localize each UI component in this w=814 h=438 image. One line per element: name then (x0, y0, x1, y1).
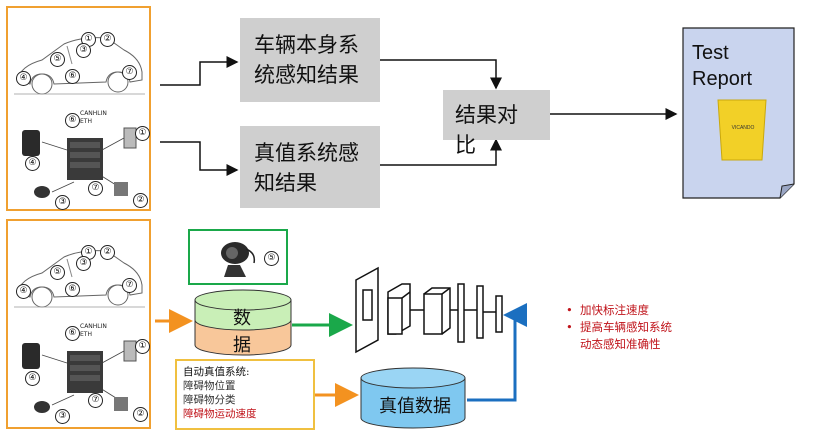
sensor-num-2c: ② (100, 245, 115, 260)
sensor-num-5c: ⑤ (50, 265, 65, 280)
system-title: 自动真值系统: (183, 366, 250, 378)
sensor-num-7c: ⑦ (122, 278, 137, 293)
canhlin-label-b: CANHLIN (80, 323, 107, 330)
report-title: Test Report (692, 42, 753, 90)
sensor-num-1d: ① (135, 339, 150, 354)
sensor-num-6: ⑥ (65, 69, 80, 84)
camera-badge: ⑤ (264, 251, 279, 266)
system-item-class: 障碍物分类 (183, 394, 236, 406)
sensor-panel-bottom: ① ② ③ ⑤ ⑥ ⑦ ④ ⑥ CANHLIN ETH ① ④ ⑦ ③ ② (6, 219, 151, 429)
eth-label: ETH (80, 118, 92, 125)
arrow-to-perception (160, 56, 239, 86)
sensor-num-6b: ⑥ (65, 113, 80, 128)
sensor-num-3b: ③ (55, 195, 70, 210)
arrow-perception-compare (380, 59, 502, 90)
truth-data-cylinder (360, 367, 466, 429)
data-cylinder (194, 289, 292, 356)
data-char-1: 数 (233, 308, 251, 329)
sensor-num-6d: ⑥ (65, 326, 80, 341)
benefit-list: 加快标注速度 提高车辆感知系统动态感知准确性 (562, 302, 682, 353)
sensor-num-2b: ② (133, 193, 148, 208)
sensor-num-4: ④ (16, 71, 31, 86)
canhlin-label: CANHLIN (80, 110, 107, 117)
arrow-truthdata-network (467, 303, 527, 402)
sensor-num-7: ⑦ (122, 65, 137, 80)
sensor-num-7b: ⑦ (88, 181, 103, 196)
report-brand: VICANDO (731, 125, 755, 131)
truth-result-box: 真值系统感知结果 (240, 126, 380, 208)
perception-result-box: 车辆本身系统感知结果 (240, 18, 380, 102)
sensor-panel-top: ① ② ③ ⑤ ⑥ ⑦ ④ ⑥ CANHLIN ETH ① ④ ⑦ ③ ② (6, 6, 151, 211)
auto-truth-system-box: 自动真值系统: 障碍物位置 障碍物分类 障碍物运动速度 (175, 359, 315, 430)
eth-label-b: ETH (80, 331, 92, 338)
benefit-item: 提高车辆感知系统动态感知准确性 (562, 319, 682, 353)
sensor-num-5: ⑤ (50, 52, 65, 67)
sensor-devices (22, 127, 137, 198)
sensor-num-6c: ⑥ (65, 282, 80, 297)
camera-icon (221, 242, 256, 277)
test-report-icon (682, 27, 795, 199)
system-item-speed: 障碍物运动速度 (183, 408, 257, 420)
sensor-num-3c: ③ (76, 256, 91, 271)
neural-network-icon (355, 266, 503, 354)
truth-data-label: 真值数据 (379, 396, 451, 417)
camera-box: ⑤ (188, 229, 288, 285)
data-char-2: 据 (233, 335, 251, 356)
sensor-num-4c: ④ (16, 284, 31, 299)
system-item-position: 障碍物位置 (183, 380, 236, 392)
arrow-truth-compare (380, 138, 502, 166)
benefit-item: 加快标注速度 (562, 302, 682, 319)
sensor-num-1b: ① (135, 126, 150, 141)
sensor-num-2: ② (100, 32, 115, 47)
arrow-to-truth (160, 141, 239, 176)
sensor-num-4b: ④ (25, 156, 40, 171)
sensor-num-3d: ③ (55, 409, 70, 424)
sensor-num-7d: ⑦ (88, 393, 103, 408)
sensor-num-3: ③ (76, 43, 91, 58)
sensor-num-2d: ② (133, 407, 148, 422)
sensor-num-4d: ④ (25, 371, 40, 386)
compare-box: 结果对比 (443, 90, 550, 157)
